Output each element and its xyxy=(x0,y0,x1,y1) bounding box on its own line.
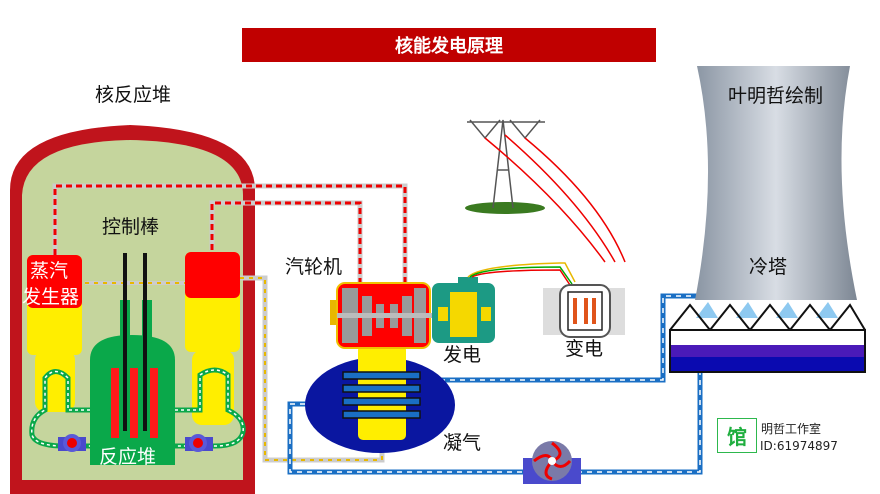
fuel-rods xyxy=(111,368,158,438)
author-label: 叶明哲绘制 xyxy=(728,85,824,107)
cooling-basin xyxy=(669,329,866,373)
control-rods-label: 控制棒 xyxy=(102,216,160,238)
containment-interior xyxy=(22,140,243,480)
reactor-label: 反应堆 xyxy=(99,446,157,468)
reactor-building-label: 核反应堆 xyxy=(95,84,172,106)
control-rods xyxy=(123,253,147,431)
cooling-sprayers xyxy=(696,302,838,318)
turbine xyxy=(330,282,437,349)
watermark-name: 明哲工作室 xyxy=(761,422,822,436)
circulation-pump xyxy=(523,441,581,484)
cooling-tower-label: 冷塔 xyxy=(749,256,788,278)
cooling-water-pipes xyxy=(287,293,703,475)
steam-generator-label-2: 发生器 xyxy=(22,286,80,308)
steam-generator-label-1: 蒸汽 xyxy=(30,260,69,282)
transmission-tower xyxy=(465,119,626,263)
condenser-coils xyxy=(342,371,421,419)
transformer-label: 变电 xyxy=(565,338,604,360)
turbine-label: 汽轮机 xyxy=(285,256,343,278)
generator-label: 发电 xyxy=(443,344,482,366)
condenser-label: 凝气 xyxy=(443,432,482,454)
steam-generator-left xyxy=(27,255,82,412)
pump-right xyxy=(185,434,213,452)
generator xyxy=(432,277,495,343)
watermark-id: ID:61974897 xyxy=(760,439,838,453)
steam-pipes xyxy=(52,183,408,290)
page-title: 核能发电原理 xyxy=(242,28,656,62)
cooling-tower xyxy=(695,66,857,300)
transformer xyxy=(543,284,625,338)
steam-generator-right xyxy=(185,252,240,425)
pump-left xyxy=(58,434,86,452)
watermark-badge: 馆 xyxy=(717,418,757,453)
